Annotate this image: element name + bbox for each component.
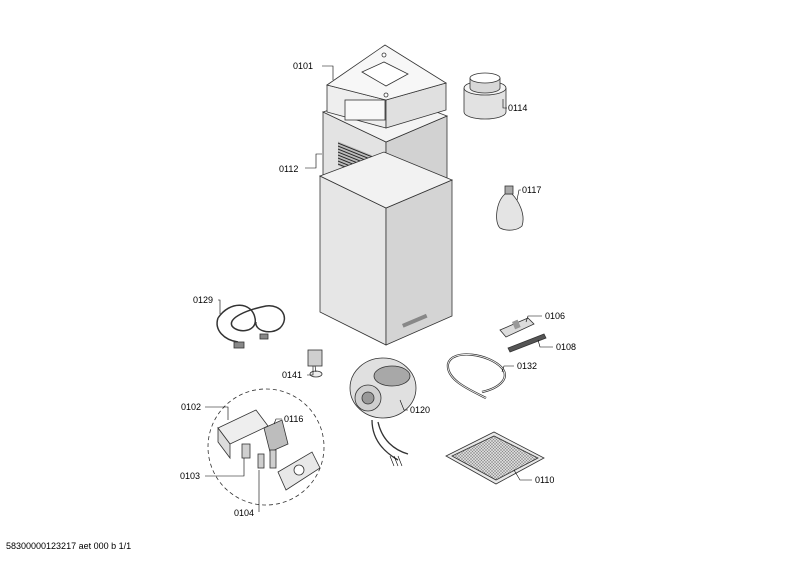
label-0129: 0129 — [193, 295, 213, 305]
grease-filter — [445, 431, 545, 485]
label-0106: 0106 — [545, 311, 565, 321]
label-0114: 0114 — [508, 103, 527, 113]
label-0141: 0141 — [282, 370, 302, 380]
control-module-group — [207, 388, 325, 506]
label-0108: 0108 — [556, 342, 576, 352]
label-0103: 0103 — [180, 471, 200, 481]
fixing-rail — [507, 333, 547, 353]
label-0104: 0104 — [234, 508, 254, 518]
label-0117: 0117 — [522, 185, 541, 195]
label-0112: 0112 — [279, 164, 298, 174]
small-component — [307, 349, 323, 378]
chimney-lower-part — [318, 151, 454, 346]
label-0132: 0132 — [517, 361, 537, 371]
flexible-hose — [446, 353, 506, 399]
accessory-bag — [496, 185, 524, 231]
label-0120: 0120 — [410, 405, 430, 415]
label-0116: 0116 — [284, 414, 303, 424]
pipe-connector — [463, 72, 507, 120]
mounting-bracket — [326, 44, 447, 129]
fixing-bracket — [499, 317, 535, 338]
label-0110: 0110 — [535, 475, 554, 485]
leader-lines — [205, 65, 553, 512]
part-labels: 0101 0114 0112 0117 0129 0106 0108 0141 … — [180, 61, 576, 518]
label-0101: 0101 — [293, 61, 313, 71]
fan-motor-unit — [349, 357, 417, 467]
document-footer: 58300000123217 aet 000 b 1/1 — [6, 541, 132, 551]
power-cable — [216, 304, 286, 349]
label-0102: 0102 — [181, 402, 201, 412]
